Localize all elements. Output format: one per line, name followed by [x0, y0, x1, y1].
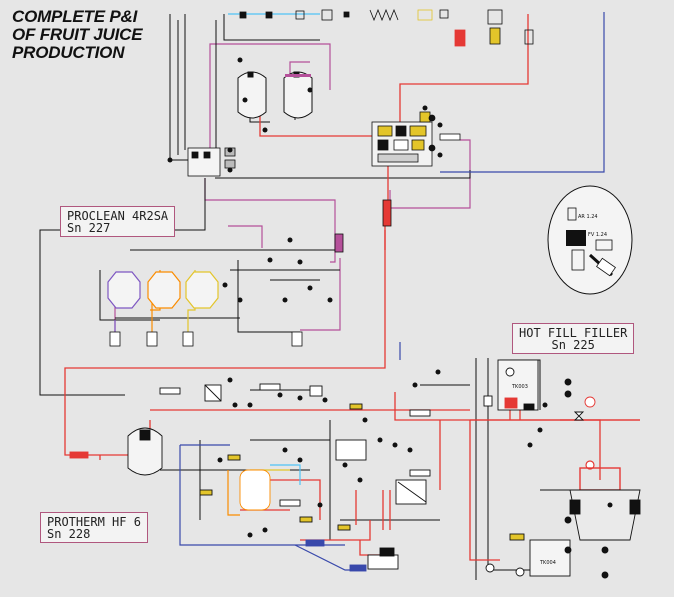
inline-filter: [334, 199, 392, 253]
upper-tanks: [237, 71, 313, 119]
top-equipment: [239, 8, 534, 47]
tank2-label: TK004: [539, 560, 556, 566]
proclean-name: PROCLEAN 4R2SA: [67, 209, 169, 223]
proclean-drums: [109, 331, 303, 347]
hotfill-code: Sn 225: [551, 338, 595, 352]
protherm-equipment: [69, 383, 431, 572]
proclean-tanks: [107, 271, 219, 309]
title-line-2: OF FRUIT JUICE: [12, 25, 143, 44]
protherm-name: PROTHERM HF 6: [47, 515, 141, 529]
proclean-label: PROCLEAN 4R2SA Sn 227: [60, 206, 176, 237]
diagram-title: COMPLETE P&I OF FRUIT JUICE PRODUCTION: [12, 7, 143, 62]
protherm-label: PROTHERM HF 6 Sn 228: [40, 512, 148, 543]
tank1-label: TK003: [511, 384, 528, 390]
hotfill-label: HOT FILL FILLER Sn 225: [512, 323, 635, 354]
detail-bubble: [547, 185, 633, 295]
instrument-dots: [167, 57, 613, 538]
title-line-1: COMPLETE P&I: [12, 7, 138, 26]
hotfill-equipment: [483, 359, 641, 579]
title-line-3: PRODUCTION: [12, 43, 125, 62]
protherm-code: Sn 228: [47, 527, 91, 541]
process-lines: [39, 14, 600, 580]
hotfill-name: HOT FILL FILLER: [519, 326, 628, 340]
central-valve-cluster: [371, 111, 461, 167]
ar-label: AR 1.24: [578, 214, 598, 220]
proclean-code: Sn 227: [67, 221, 111, 235]
left-manifold: [187, 147, 236, 177]
fv-label: FV 1.24: [588, 232, 607, 238]
